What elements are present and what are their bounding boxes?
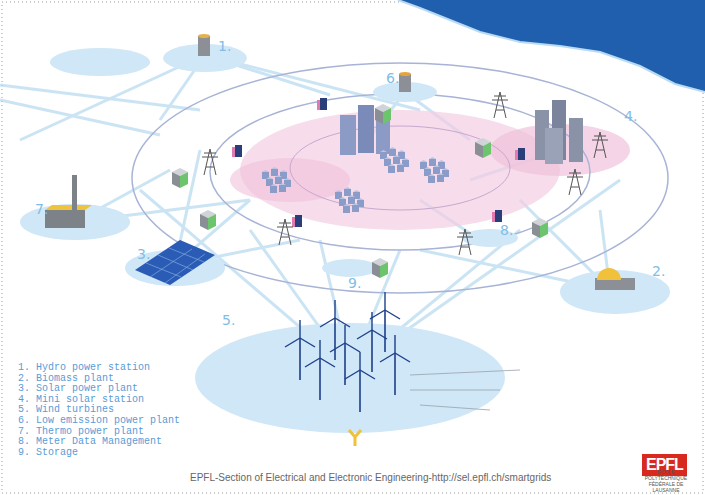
legend-entry: 2. Biomass plant — [18, 373, 114, 384]
logo-subtitle: ÉCOLE POLYTECHNIQUE FÉDÉRALE DE LAUSANNE — [638, 469, 694, 493]
callout-number: 9. — [348, 275, 361, 291]
callout-number: 6. — [386, 70, 399, 86]
footer-credit: EPFL-Section of Electrical and Electroni… — [190, 472, 551, 483]
callout-number: 7. — [35, 201, 48, 217]
legend-entry: 4. Mini solar station — [18, 394, 144, 405]
callout-number: 2. — [652, 263, 665, 279]
legend-entry: 8. Meter Data Management — [18, 436, 162, 447]
callout-number: 8. — [500, 222, 513, 238]
legend-entry: 1. Hydro power station — [18, 362, 150, 373]
legend-entry: 3. Solar power plant — [18, 383, 138, 394]
callout-number: 3. — [137, 246, 150, 262]
legend-entry: 7. Thermo power plant — [18, 426, 144, 437]
legend-entry: 9. Storage — [18, 447, 78, 458]
legend-entry: 6. Low emission power plant — [18, 415, 180, 426]
callout-number: 5. — [222, 312, 235, 328]
legend-entry: 5. Wind turbines — [18, 404, 114, 415]
callout-number: 4. — [624, 108, 637, 124]
callout-number: 1. — [218, 38, 231, 54]
